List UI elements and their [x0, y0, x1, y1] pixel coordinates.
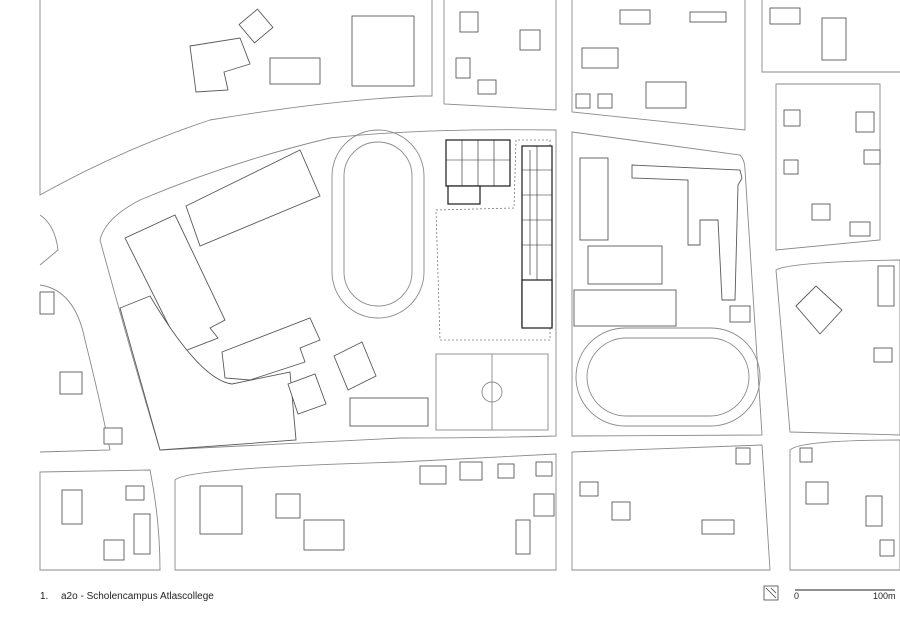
block-outline	[775, 259, 900, 436]
building	[287, 373, 327, 415]
building	[189, 37, 251, 93]
street-network	[39, 0, 900, 571]
building	[199, 485, 243, 535]
building	[581, 47, 619, 69]
building	[619, 9, 651, 25]
building	[795, 285, 843, 335]
building	[855, 111, 875, 133]
building	[811, 203, 831, 221]
building	[863, 149, 881, 165]
project-sports-hall	[521, 279, 553, 329]
floor-plan-detail	[446, 140, 552, 280]
building	[185, 149, 321, 247]
running-track-outer	[575, 327, 761, 427]
building	[849, 221, 871, 237]
building	[133, 513, 151, 555]
block-outline	[571, 0, 746, 131]
building	[519, 29, 541, 51]
building	[597, 93, 613, 109]
building	[275, 493, 301, 519]
building	[61, 489, 83, 525]
project-wing-annex	[447, 185, 481, 205]
building	[805, 481, 829, 505]
building	[799, 447, 813, 463]
building	[303, 519, 345, 551]
building	[351, 15, 415, 87]
block-outline	[39, 0, 433, 196]
building	[877, 265, 895, 307]
block-outline	[443, 0, 557, 111]
building	[459, 11, 479, 33]
block-outline	[571, 444, 771, 571]
block-outline	[174, 453, 557, 571]
block-outline	[789, 439, 900, 571]
block-outline	[39, 214, 59, 266]
building	[221, 317, 321, 381]
building	[238, 8, 274, 44]
running-track-inner	[586, 337, 750, 417]
caption-title: a2o - Scholencampus Atlascollege	[61, 591, 214, 602]
project-building	[435, 139, 553, 341]
sports-facilities	[331, 129, 761, 431]
building	[579, 157, 609, 241]
building	[735, 447, 751, 465]
building	[645, 81, 687, 109]
building	[515, 519, 531, 555]
building	[783, 109, 801, 127]
building	[769, 7, 801, 25]
building	[535, 461, 553, 477]
building	[125, 485, 145, 501]
building	[455, 57, 471, 79]
building	[269, 57, 321, 85]
building	[701, 519, 735, 535]
building	[349, 397, 429, 427]
building	[873, 347, 893, 363]
scale-start-label: 0	[794, 591, 800, 601]
block-outline	[99, 129, 557, 451]
building	[783, 159, 799, 175]
building	[575, 93, 591, 109]
building	[333, 341, 377, 391]
running-track-outer	[331, 129, 425, 319]
block-outline	[775, 83, 881, 251]
building	[611, 501, 631, 521]
block-outline	[39, 469, 161, 571]
field-centre-circle	[481, 381, 503, 403]
building	[587, 245, 663, 285]
caption-number: 1.	[40, 591, 49, 602]
building	[879, 539, 895, 557]
building	[39, 291, 55, 315]
building	[459, 461, 483, 481]
campus-buildings	[119, 149, 429, 451]
running-track-inner	[343, 141, 413, 307]
scale-end-label: 100m	[873, 591, 896, 601]
project-boundary	[435, 139, 551, 341]
building	[533, 493, 555, 517]
building	[119, 295, 297, 451]
surrounding-houses	[39, 7, 895, 561]
building	[579, 481, 599, 497]
building	[477, 79, 497, 95]
block-outline	[761, 0, 900, 73]
building	[729, 305, 751, 323]
building	[103, 539, 125, 561]
building	[103, 427, 123, 445]
building	[497, 463, 515, 479]
building	[59, 371, 83, 395]
building	[689, 11, 727, 23]
building	[865, 495, 883, 527]
block-outline	[571, 131, 763, 437]
north-arrow-icon	[763, 585, 779, 601]
building	[821, 17, 847, 61]
campus-buildings-right	[573, 157, 751, 327]
building	[573, 289, 677, 327]
building	[631, 164, 743, 301]
building	[419, 465, 447, 485]
